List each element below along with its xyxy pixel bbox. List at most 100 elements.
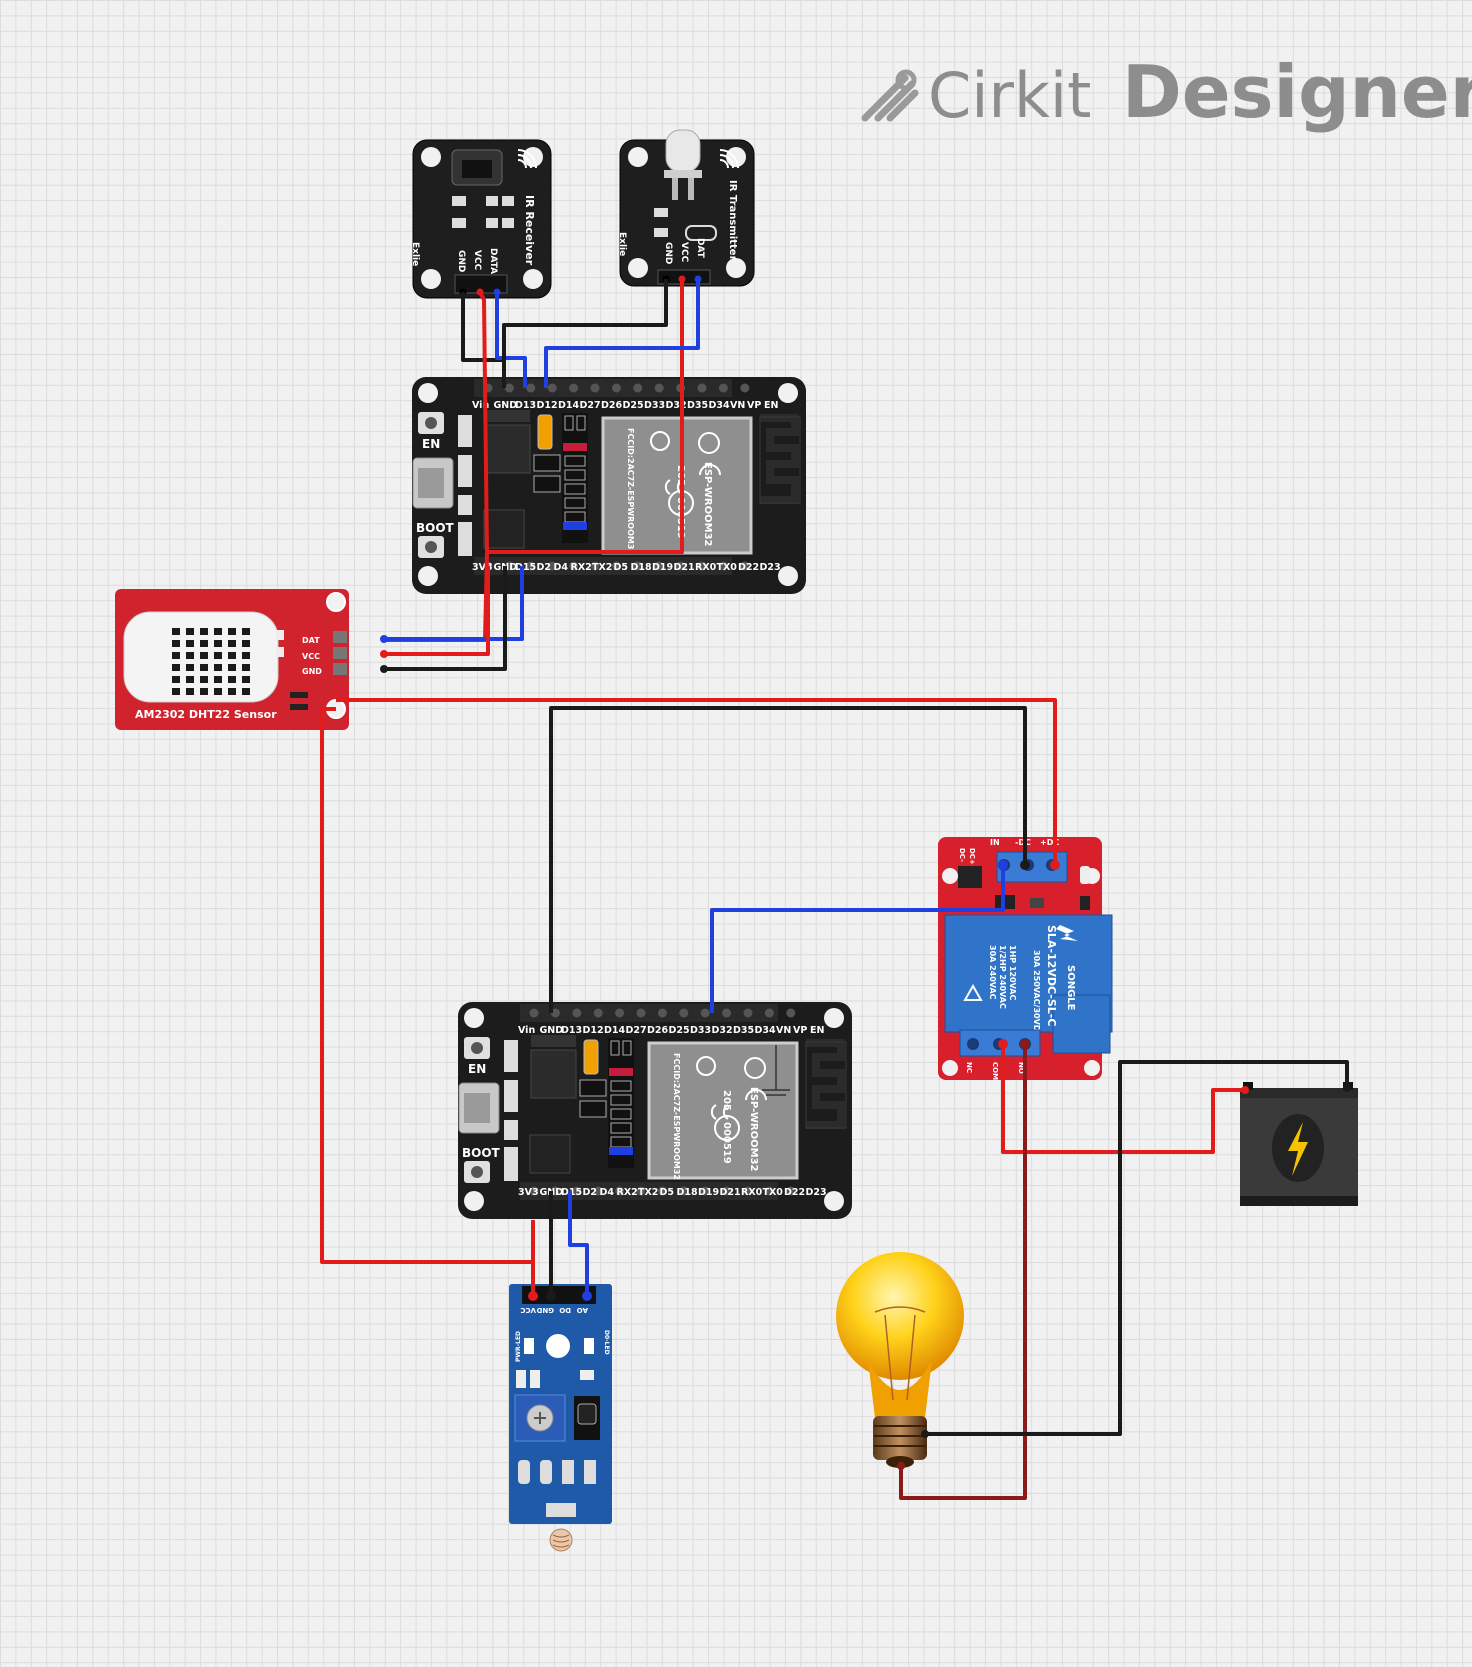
watermark: Cirkit Designer <box>861 50 1472 134</box>
dht22-grille-hole <box>200 688 208 695</box>
esp32-bottom-header-pin-bottom[interactable] <box>593 1186 603 1196</box>
esp32-bottom-header-pin-bottom[interactable] <box>572 1186 582 1196</box>
wire-ir-receiver-data[interactable] <box>495 292 527 388</box>
esp32-top-header-pin-bottom[interactable] <box>654 561 664 571</box>
relay-rating-3: 1/2HP 240VAC <box>998 945 1007 1009</box>
esp32-top-header-pin-bottom[interactable] <box>569 561 579 571</box>
esp32-top-header-pin-bottom[interactable] <box>697 561 707 571</box>
esp32-top-pin-label: D19 <box>652 562 673 573</box>
esp-wroom32-name-bottom: ESP-WROOM32 <box>748 1087 759 1172</box>
esp32-bottom-pin-label: D25 <box>669 1025 690 1036</box>
dht22-grille-hole <box>186 664 194 671</box>
esp32-bottom-header-pin-bottom[interactable] <box>679 1186 689 1196</box>
esp32-bottom-header-pin-top[interactable] <box>700 1008 710 1018</box>
esp32-bottom-header-pin-top[interactable] <box>593 1008 603 1018</box>
esp32-top-pin-label: VN <box>730 400 745 411</box>
wires <box>320 279 1349 1500</box>
esp32-top-header-pin-top[interactable] <box>590 383 600 393</box>
ldr-pwr-led-label: PWR-LED <box>515 1331 522 1362</box>
esp32-top-header-pin-bottom[interactable] <box>526 561 536 571</box>
esp32-bottom-header-pin-top[interactable] <box>636 1008 646 1018</box>
esp32-top-header-pin-bottom[interactable] <box>740 561 750 571</box>
ldr-sensor-module[interactable]: VCC GND DO AO PWR-LED D0-LED <box>509 1284 612 1552</box>
dht22-grille-hole <box>186 640 194 647</box>
wire-ldr-ao[interactable] <box>568 1191 589 1296</box>
ir-receiver-label: IR Receiver <box>523 195 536 266</box>
relay-module[interactable]: IN -DC +DC DC- DC+ SONGLE SLA-12VDC-SL-C… <box>938 837 1113 1080</box>
wire-relay-dcplus[interactable] <box>336 698 1057 865</box>
esp32-top-header-pin-top[interactable] <box>697 383 707 393</box>
esp32-top-header-pin-top[interactable] <box>740 383 750 393</box>
esp32-bottom-header-pin-top[interactable] <box>615 1008 625 1018</box>
wire-dht22-dat[interactable] <box>384 566 524 641</box>
esp32-top-header-pin-top[interactable] <box>526 383 536 393</box>
dht22-pin-vcc-label: VCC <box>302 652 320 661</box>
esp32-top-pin-label: VP <box>747 400 761 411</box>
esp32-top-header-pin-bottom[interactable] <box>547 561 557 571</box>
esp32-top-header-pin-top[interactable] <box>611 383 621 393</box>
esp32-top-header-pin-bottom[interactable] <box>718 561 728 571</box>
dht22-grille-hole <box>214 664 222 671</box>
esp32-top-header-pin-bottom[interactable] <box>676 561 686 571</box>
esp32-top-header-pin-top[interactable] <box>654 383 664 393</box>
wire-dht22-vcc[interactable] <box>384 566 490 656</box>
esp32-top-header-pin-bottom[interactable] <box>611 561 621 571</box>
esp32-bottom-header-pin-bottom[interactable] <box>529 1186 539 1196</box>
wire-dht22-gnd[interactable] <box>384 566 507 671</box>
esp32-top-header-pin-top[interactable] <box>547 383 557 393</box>
relay-rating-4: 30A 240VAC <box>988 945 997 1000</box>
esp32-bottom-header-pin-top[interactable] <box>743 1008 753 1018</box>
wire-relay-nc-to-battery[interactable] <box>1001 1044 1245 1154</box>
esp32-top-header-pin-top[interactable] <box>718 383 728 393</box>
esp32-bottom-header-pin-top[interactable] <box>572 1008 582 1018</box>
esp32-bottom-header-pin-bottom[interactable] <box>636 1186 646 1196</box>
esp32-bottom-header-pin-top[interactable] <box>786 1008 796 1018</box>
cirkit-logo-icon <box>861 69 919 122</box>
relay-pin-nc-label: NC <box>965 1062 973 1073</box>
esp32-top-header-pin-top[interactable] <box>633 383 643 393</box>
wire-relay-dcminus[interactable] <box>549 706 1027 1013</box>
wire-relay-com-to-bulb[interactable] <box>899 1044 1027 1500</box>
esp32-bottom-header-pin-bottom[interactable] <box>657 1186 667 1196</box>
esp32-bottom-header-pin-bottom[interactable] <box>550 1186 560 1196</box>
esp32-top-header-pin-top[interactable] <box>569 383 579 393</box>
esp32-bottom-header-pin-bottom[interactable] <box>615 1186 625 1196</box>
esp32-bottom-header-pin-bottom[interactable] <box>786 1186 796 1196</box>
esp32-bottom-header-pin-top[interactable] <box>529 1008 539 1018</box>
esp32-top-header-pin-top[interactable] <box>504 383 514 393</box>
esp32-bottom-header-pin-bottom[interactable] <box>743 1186 753 1196</box>
esp32-top-pin-label: D23 <box>760 562 781 573</box>
wire-ir-transmitter-vcc[interactable] <box>487 279 684 554</box>
esp32-top-header-pin-bottom[interactable] <box>590 561 600 571</box>
wire-battery-to-bulb[interactable] <box>925 1060 1349 1436</box>
esp32-bottom-header-pin-top[interactable] <box>550 1008 560 1018</box>
wire-ir-transmitter-gnd[interactable] <box>502 279 668 388</box>
esp32-bottom-header-pin-bottom[interactable] <box>764 1186 774 1196</box>
ir-receiver-module[interactable]: IR Receiver Exlie GND VCC DATA <box>410 139 552 299</box>
esp32-top-header-pin-bottom[interactable] <box>633 561 643 571</box>
relay-pin-com-label: COM <box>991 1062 999 1080</box>
wire-relay-in[interactable] <box>710 865 1005 1013</box>
esp32-bottom-header-pin-top[interactable] <box>722 1008 732 1018</box>
esp32-bottom-header-pin-top[interactable] <box>679 1008 689 1018</box>
esp32-bottom-pin-label: TX2 <box>638 1187 658 1198</box>
relay-side-dcplus-label: DC+ <box>968 848 976 865</box>
light-bulb[interactable] <box>836 1252 964 1468</box>
esp32-bottom-header-pin-top[interactable] <box>657 1008 667 1018</box>
wire-endpoints <box>380 635 1351 1470</box>
esp32-top-pin-label: D14 <box>558 400 579 411</box>
esp32-bottom-header-pin-bottom[interactable] <box>722 1186 732 1196</box>
esp32-top-boot-label: BOOT <box>416 521 455 535</box>
ir-transmitter-module[interactable]: IR Transmitter Exlie GND VCC DAT <box>617 129 755 287</box>
esp32-bottom-header-pin-top[interactable] <box>764 1008 774 1018</box>
ir-transmitter-pin-vcc-label: VCC <box>679 242 689 263</box>
battery-power-source[interactable] <box>1240 1082 1358 1206</box>
wire-ir-transmitter-dat[interactable] <box>544 279 700 388</box>
esp32-bottom-header-pin-bottom[interactable] <box>700 1186 710 1196</box>
dht22-sensor-module[interactable]: DAT VCC GND AM2302 DHT22 Sensor <box>115 589 349 730</box>
esp32-top-pin-label: D32 <box>666 400 687 411</box>
esp32-top-header-pin-bottom[interactable] <box>504 561 514 571</box>
ir-transmitter-pin-dat-label: DAT <box>695 238 705 259</box>
